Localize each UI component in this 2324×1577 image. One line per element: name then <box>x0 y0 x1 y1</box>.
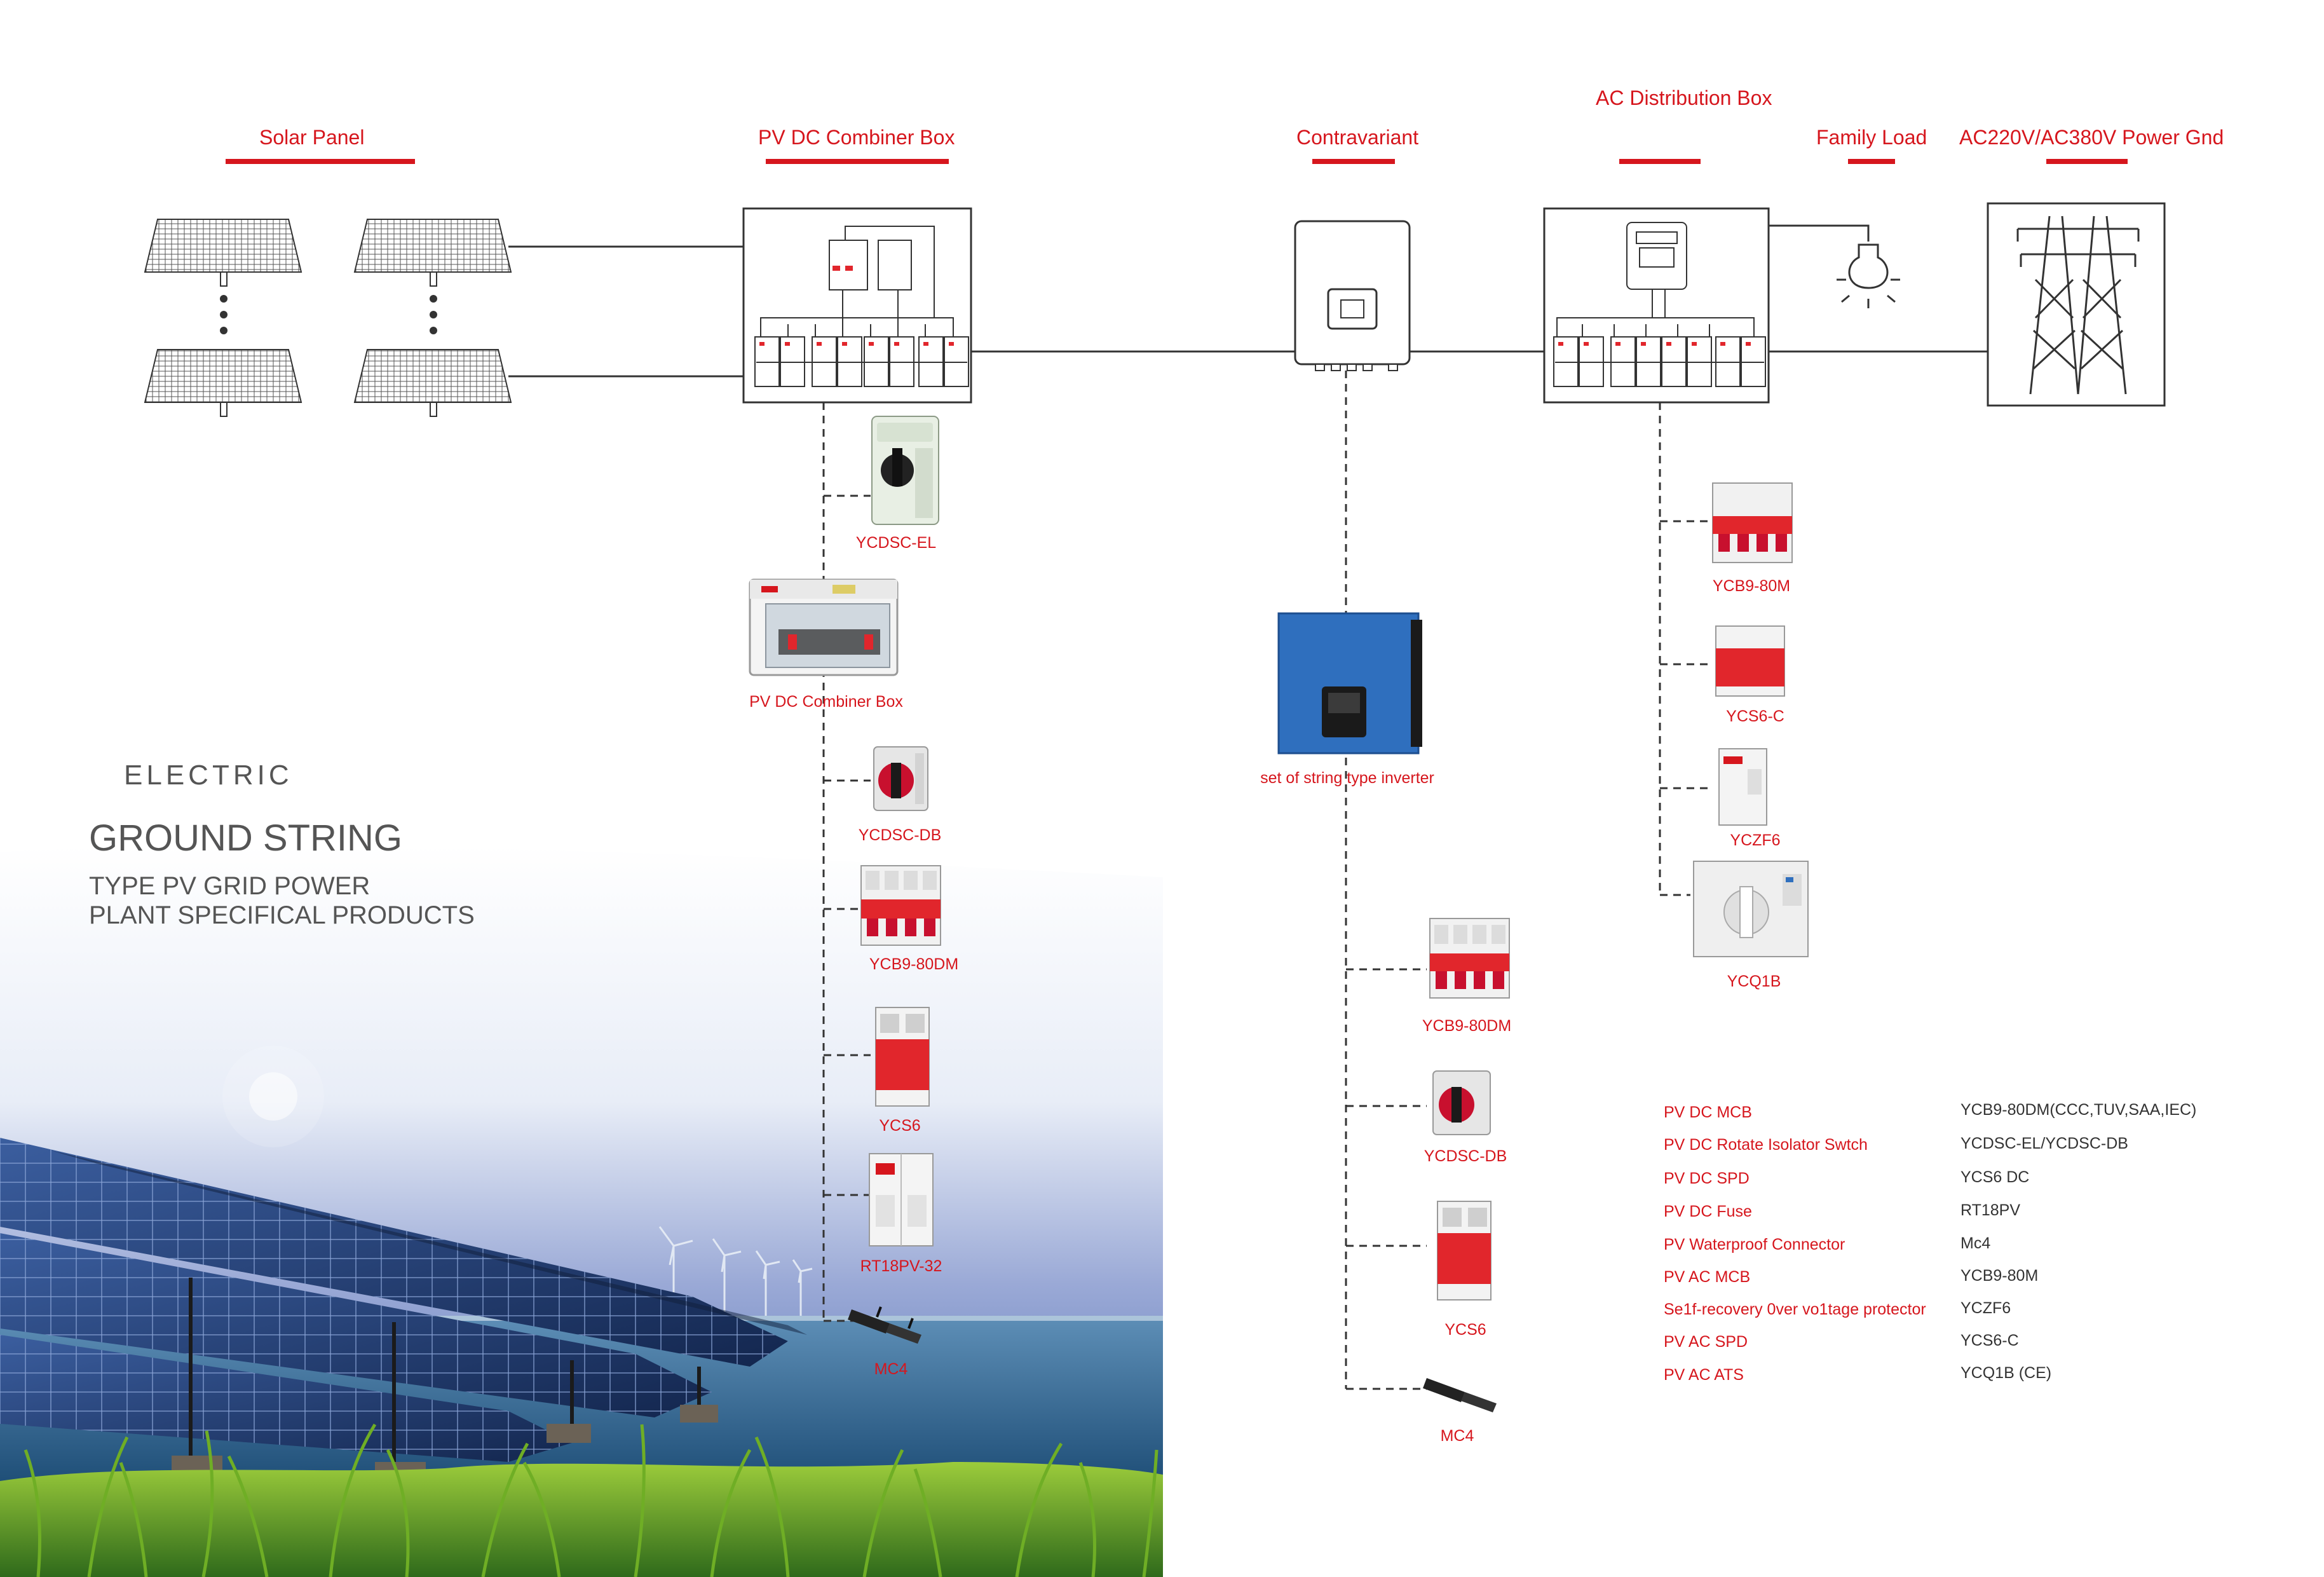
product-label-ycdsc-db: YCDSC-DB <box>858 826 942 844</box>
header-underline <box>226 159 415 164</box>
ycb9-80dm-inverter-image <box>1429 918 1510 999</box>
light-bulb-icon <box>1769 224 1900 308</box>
ycdsc-el-image <box>871 416 939 525</box>
product-label-ycb9-80dm-inverter: YCB9-80DM <box>1422 1017 1512 1035</box>
ycs6-c-image <box>1715 625 1785 697</box>
ycb9-80m-image <box>1712 482 1793 563</box>
spec-value: YCZF6 <box>1960 1299 2011 1317</box>
product-label-ycs6: YCS6 <box>879 1117 921 1135</box>
header-underline <box>1312 159 1395 164</box>
product-label-rt18pv-32: RT18PV-32 <box>860 1257 942 1275</box>
solar-farm-photo <box>0 845 1163 1577</box>
spec-value: RT18PV <box>1960 1201 2021 1219</box>
string-inverter-image <box>1277 612 1422 754</box>
product-label-ycb9-80dm: YCB9-80DM <box>869 955 959 973</box>
mc4-image <box>848 1306 921 1344</box>
combiner-box-schematic <box>742 207 972 404</box>
product-label-ycs6-inverter: YCS6 <box>1444 1321 1486 1339</box>
ycs6-image <box>875 1007 930 1107</box>
page-subtitle-line1: TYPE PV GRID POWER <box>89 872 370 900</box>
header-ac-distribution: AC Distribution Box <box>1596 86 1772 109</box>
product-label-string-inverter: set of string type inverter <box>1260 769 1434 787</box>
spec-value: Mc4 <box>1960 1234 1991 1252</box>
spec-value: YCQ1B (CE) <box>1960 1364 2052 1382</box>
product-label-ycdsc-db-inverter: YCDSC-DB <box>1424 1147 1507 1165</box>
header-underline <box>1619 159 1701 164</box>
combiner-box-image <box>749 578 899 676</box>
header-underline <box>1848 159 1895 164</box>
spec-label: PV AC SPD <box>1664 1333 1748 1351</box>
spec-label: PV AC ATS <box>1664 1366 1744 1384</box>
dashed-connectors <box>822 371 1709 1390</box>
brand-logo-text: ELECTRIC <box>124 760 293 791</box>
product-label-ycdsc-el: YCDSC-EL <box>855 534 937 552</box>
spec-label: PV DC Fuse <box>1664 1203 1752 1220</box>
spec-label: PV AC MCB <box>1664 1268 1751 1286</box>
inverter-schematic <box>1294 220 1411 371</box>
spec-label: PV Waterproof Connector <box>1664 1236 1845 1253</box>
product-label-mc4: MC4 <box>874 1360 908 1378</box>
page-subtitle-line2: PLANT SPECIFICAL PRODUCTS <box>89 901 475 929</box>
solar-panel-group <box>144 219 744 417</box>
product-label-ycs6-c: YCS6-C <box>1726 707 1784 725</box>
page-title: GROUND STRING <box>89 817 402 859</box>
rt18pv-32-image <box>869 1153 934 1246</box>
spec-value: YCB9-80DM(CCC,TUV,SAA,IEC) <box>1960 1101 2197 1119</box>
ycq1b-image <box>1693 861 1809 957</box>
spec-value: YCDSC-EL/YCDSC-DB <box>1960 1135 2128 1152</box>
yczf6-image <box>1718 748 1767 826</box>
mc4-inverter-image <box>1423 1378 1497 1412</box>
header-power-grid: AC220V/AC380V Power Gnd <box>1959 126 2224 149</box>
ycs6-inverter-image <box>1437 1201 1492 1301</box>
header-underline <box>766 159 949 164</box>
ycdsc-db-image <box>873 746 928 811</box>
spec-label: PV DC SPD <box>1664 1170 1750 1187</box>
product-label-ycb9-80m: YCB9-80M <box>1712 577 1791 595</box>
spec-label: PV DC MCB <box>1664 1103 1752 1121</box>
product-label-yczf6: YCZF6 <box>1730 831 1781 849</box>
ycdsc-db-inverter-image <box>1432 1070 1491 1135</box>
spec-label: Se1f-recovery 0ver vo1tage protector <box>1664 1301 1926 1318</box>
header-contravariant: Contravariant <box>1296 126 1419 149</box>
header-combiner-box: PV DC Combiner Box <box>758 126 955 149</box>
ac-distribution-schematic <box>1543 207 1770 404</box>
product-label-combiner-box: PV DC Combiner Box <box>749 693 903 711</box>
spec-value: YCS6-C <box>1960 1332 2019 1349</box>
power-tower-icon <box>1987 202 2166 407</box>
spec-label: PV DC Rotate Isolator Swtch <box>1664 1136 1868 1154</box>
spec-value: YCS6 DC <box>1960 1168 2030 1186</box>
spec-value: YCB9-80M <box>1960 1267 2039 1285</box>
product-label-ycq1b: YCQ1B <box>1727 973 1781 990</box>
product-label-mc4-inverter: MC4 <box>1440 1427 1474 1445</box>
header-underline <box>2046 159 2128 164</box>
ycb9-80dm-image <box>860 865 941 946</box>
header-family-load: Family Load <box>1816 126 1927 149</box>
header-solar-panel: Solar Panel <box>259 126 365 149</box>
